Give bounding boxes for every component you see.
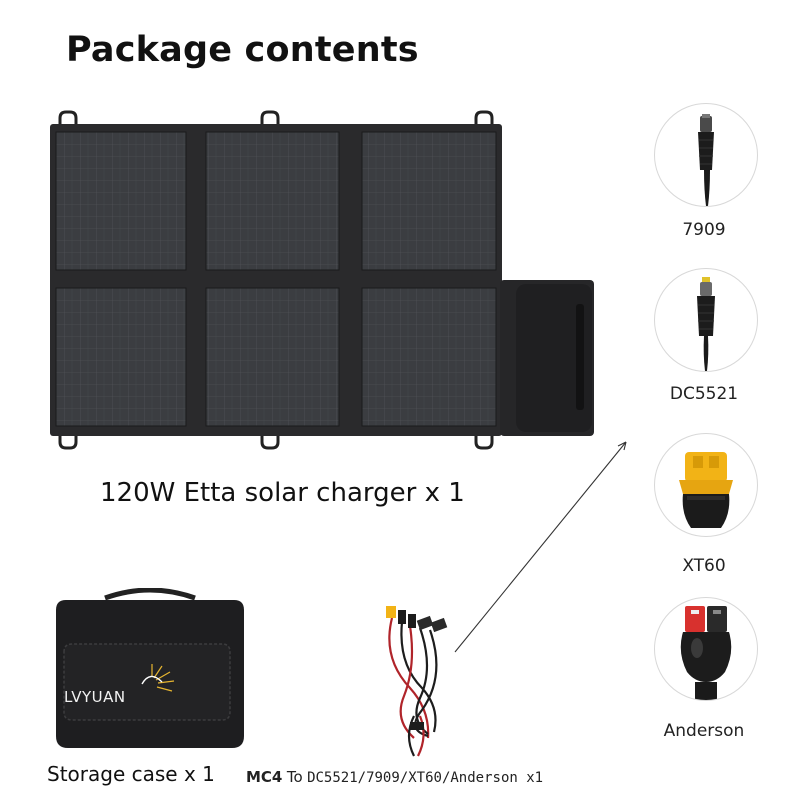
connector-xt60-image: [654, 433, 758, 537]
cable-targets: DC5521/7909/XT60/Anderson x1: [307, 770, 544, 786]
storage-case-image: [50, 587, 250, 762]
xt60-connector-icon: [679, 452, 733, 528]
charger-caption: 120W Etta solar charger x 1: [100, 478, 465, 508]
connector-label-7909: 7909: [682, 220, 726, 240]
connector-label-xt60: XT60: [682, 556, 726, 576]
connector-label-dc5521: DC5521: [669, 384, 739, 404]
pointer-arrow: [454, 441, 627, 653]
storage-case-caption: Storage case x 1: [47, 762, 215, 786]
cable-connector-name: MC4: [246, 768, 283, 786]
cable-to-word: To: [286, 768, 303, 786]
connector-dc5521-image: [654, 268, 758, 372]
anderson-connector-icon: [680, 606, 732, 700]
cable-caption: MC4 To DC5521/7909/XT60/Anderson x1: [246, 768, 543, 786]
mc4-cable-image: [370, 596, 480, 765]
connector-anderson-image: [654, 597, 758, 701]
dc-barrel-plug-icon: [698, 114, 714, 206]
dc-barrel-plug-yellow-tip-icon: [697, 277, 715, 371]
connector-label-anderson: Anderson: [663, 721, 745, 741]
connector-7909-image: [654, 103, 758, 207]
solar-panel-image: [48, 108, 598, 453]
page-title: Package contents: [66, 30, 419, 70]
storage-case-brand-logo: LVYUAN: [64, 688, 126, 706]
